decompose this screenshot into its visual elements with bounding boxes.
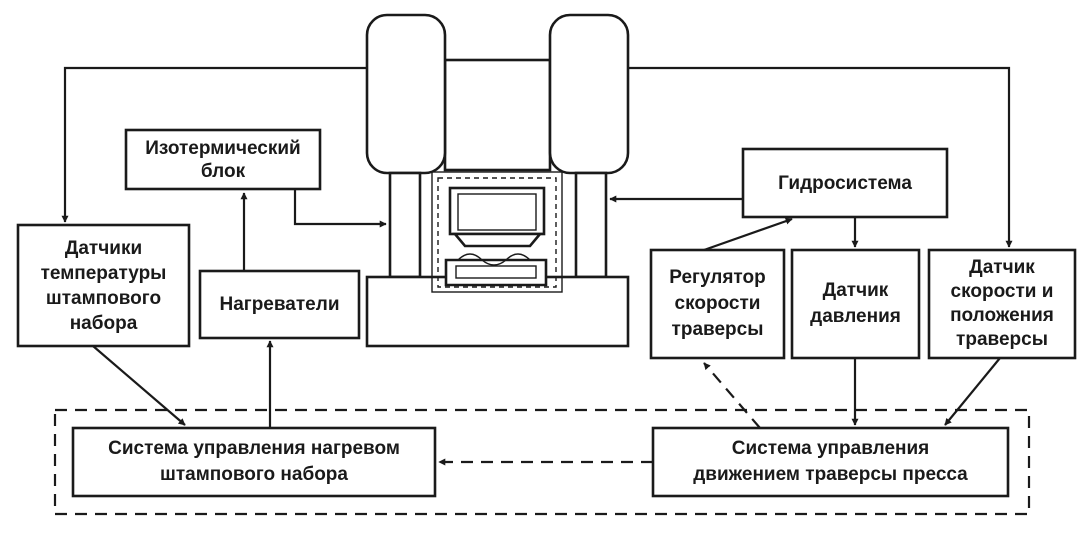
arrow-regulator-to-hydrosystem [703, 217, 793, 252]
arrow-speed-sensor-to-motion-control [944, 357, 1001, 426]
arrow-press-to-temp-sensors [61, 66, 367, 223]
speed-regulator-box [649, 248, 786, 360]
heating-control-box [71, 426, 437, 498]
speed-regulator-label: Регулятор скорости траверсы [669, 267, 766, 340]
motion-control-box [651, 426, 1010, 498]
control-system-boundary [53, 408, 1031, 516]
motion-control-label: Система управления движением траверсы пр… [693, 438, 968, 485]
arrow-press-to-speed-sensor [628, 66, 1013, 248]
speed-position-sensor-label: Датчик скорости и положения траверсы [950, 257, 1054, 350]
press-drawing [365, 13, 630, 348]
arrow-motion-control-to-regulator [703, 362, 761, 429]
temp-sensors-label: Датчики температуры штампового набора [40, 237, 167, 334]
pressure-sensor-label: Датчик давления [810, 280, 901, 327]
heaters-label: Нагреватели [219, 294, 340, 315]
arrow-temp-sensors-to-heating-control [92, 345, 186, 426]
arrow-isothermal-to-press [293, 189, 387, 228]
speed-position-sensor-box [927, 248, 1077, 360]
hydrosystem-box [741, 147, 949, 219]
isothermal-block-label: Изотермический блок [145, 137, 301, 182]
temp-sensors-box [16, 223, 191, 348]
hydrosystem-label: Гидросистема [778, 172, 912, 194]
pressure-sensor-box [790, 248, 921, 360]
isothermal-block-box [124, 128, 322, 191]
heaters-box [198, 269, 361, 340]
heating-control-label: Система управления нагревом штампового н… [108, 438, 400, 485]
